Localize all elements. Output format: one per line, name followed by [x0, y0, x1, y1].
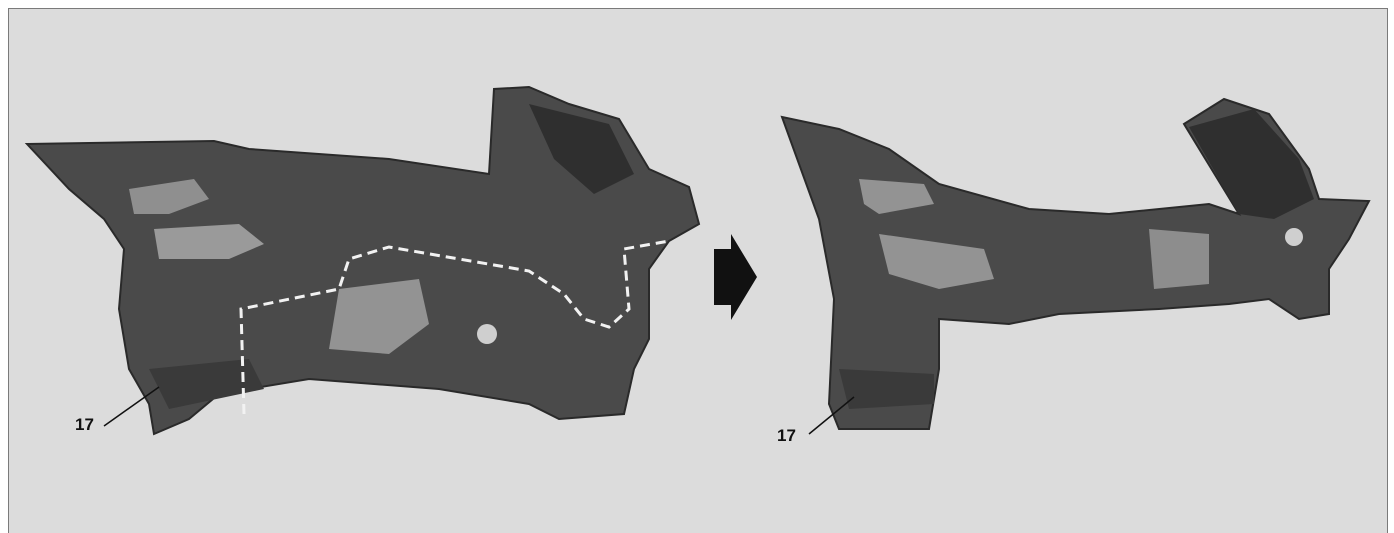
- right-bracket-opening-mid: [879, 234, 994, 289]
- left-bracket-opening-mid: [154, 224, 264, 259]
- right-callout-leader: [808, 396, 855, 435]
- left-bracket-top-mount: [529, 104, 634, 194]
- right-bracket-hole: [1285, 228, 1303, 246]
- callout-17-right: 17: [777, 426, 796, 445]
- callout-17-left: 17: [75, 415, 94, 434]
- left-bracket-dashed-cut-line: [239, 239, 670, 415]
- left-callout-leader: [103, 386, 160, 427]
- figure-frame: 17 17: [8, 8, 1388, 533]
- right-bracket-opening-right: [1149, 229, 1209, 289]
- bumper-bracket-illustration: [24, 85, 1371, 436]
- right-bracket-part: [780, 97, 1371, 435]
- right-bracket-lower-tab: [839, 369, 934, 409]
- right-bracket-opening-upper: [859, 179, 934, 214]
- left-bracket-part: [24, 85, 701, 436]
- left-bracket-opening-upper: [129, 179, 209, 214]
- left-bracket-opening-lower: [329, 279, 429, 354]
- right-bracket-top-mount: [1189, 109, 1314, 219]
- left-bracket-lower-tab: [149, 359, 264, 409]
- direction-arrow-icon: [714, 234, 757, 320]
- left-bracket-body: [24, 85, 701, 436]
- left-bracket-hole: [477, 324, 497, 344]
